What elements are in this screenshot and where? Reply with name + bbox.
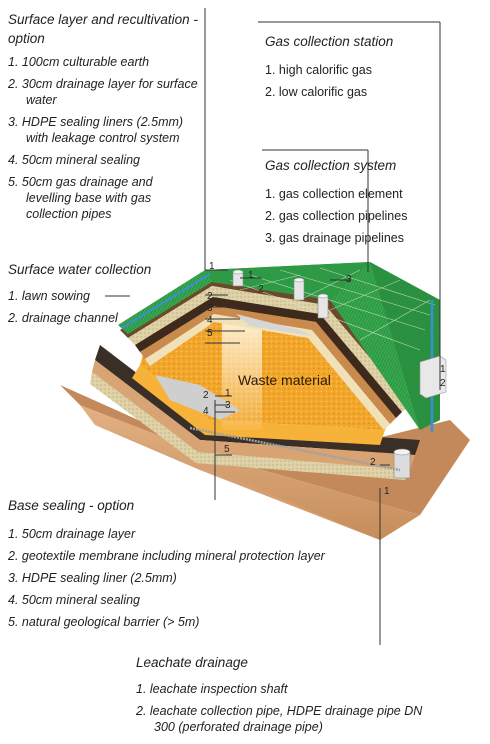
callout-base-3: 3: [225, 400, 231, 411]
callout-surface-5: 5: [207, 328, 213, 339]
callout-leachate-2: 2: [370, 457, 376, 468]
list-item: 3. HDPE sealing liners (2.5mm) with leak…: [8, 115, 184, 145]
list-item: 1. 50cm drainage layer: [8, 527, 136, 541]
gas-system-list: 1. gas collection element 2. gas collect…: [265, 186, 465, 246]
list-item: 5. natural geological barrier (> 5m): [8, 615, 200, 629]
base-sealing-list: 1. 50cm drainage layer 2. geotextile mem…: [8, 526, 428, 630]
surface-layer-title: Surface layer and recultivation - option: [8, 12, 198, 46]
list-item: 1. gas collection element: [265, 187, 403, 201]
leachate-inspection-shaft: [393, 448, 411, 479]
surface-water-list: 1. lawn sowing 2. drainage channel: [8, 288, 198, 326]
list-item: 3. gas drainage pipelines: [265, 231, 404, 245]
callout-base-2: 2: [203, 390, 209, 401]
list-item: 1. leachate inspection shaft: [136, 682, 288, 696]
callout-base-4: 4: [203, 406, 209, 417]
list-item: 1. lawn sowing: [8, 289, 90, 303]
surface-water-title: Surface water collection: [8, 262, 152, 277]
gas-system-title: Gas collection system: [265, 158, 397, 173]
callout-gas-system-2: 2: [258, 284, 264, 295]
callout-gas-system-1: 1: [248, 270, 254, 281]
callout-gas-system-3: 3: [346, 274, 352, 285]
list-item: 5. 50cm gas drainage and levelling base …: [8, 175, 153, 221]
gas-station-panel: Gas collection station 1. high calorific…: [265, 34, 465, 100]
list-item: 2. low calorific gas: [265, 85, 368, 99]
list-item: 2. leachate collection pipe, HDPE draina…: [136, 704, 423, 734]
gas-system-panel: Gas collection system 1. gas collection …: [265, 158, 465, 246]
list-item: 2. gas collection pipelines: [265, 209, 408, 223]
list-item: 2. drainage channel: [8, 311, 118, 325]
list-item: 4. 50cm mineral sealing: [8, 593, 141, 607]
gas-collection-elements: [232, 269, 329, 319]
list-item: 2. geotextile membrane including mineral…: [8, 549, 325, 563]
gas-station-list: 1. high calorific gas 2. low calorific g…: [265, 62, 465, 100]
callout-leachate-1: 1: [384, 486, 390, 497]
callout-station-2: 2: [440, 378, 446, 389]
list-item: 3. HDPE sealing liner (2.5mm): [8, 571, 177, 585]
base-sealing-title: Base sealing - option: [8, 498, 135, 513]
callout-station-1: 1: [440, 364, 446, 375]
surface-layer-list: 1. 100cm culturable earth 2. 30cm draina…: [8, 54, 198, 222]
callout-base-1: 1: [225, 388, 231, 399]
list-item: 1. high calorific gas: [265, 63, 373, 77]
waste-material-label: Waste material: [238, 372, 331, 388]
surface-layer-panel: Surface layer and recultivation - option…: [8, 10, 198, 222]
drainage-blocks: [155, 314, 312, 420]
callout-surface-3: 3: [207, 303, 213, 314]
list-item: 2. 30cm drainage layer for surface water: [8, 77, 198, 107]
list-item: 4. 50cm mineral sealing: [8, 153, 141, 167]
callout-surface-2: 2: [207, 291, 213, 302]
leachate-collection-pipe: [189, 426, 401, 472]
callout-surface-4: 4: [207, 315, 213, 326]
callout-surface-1: 1: [209, 261, 215, 272]
leachate-title: Leachate drainage: [136, 655, 248, 670]
list-item: 1. 100cm culturable earth: [8, 55, 150, 69]
surface-water-panel: Surface water collection 1. lawn sowing …: [8, 262, 198, 326]
leachate-panel: Leachate drainage 1. leachate inspection…: [136, 655, 446, 735]
callout-base-5: 5: [224, 444, 230, 455]
gas-station-title: Gas collection station: [265, 34, 394, 49]
base-sealing-panel: Base sealing - option 1. 50cm drainage l…: [8, 498, 428, 630]
leachate-list: 1. leachate inspection shaft 2. leachate…: [136, 681, 446, 735]
callout-leaders: [105, 8, 441, 645]
